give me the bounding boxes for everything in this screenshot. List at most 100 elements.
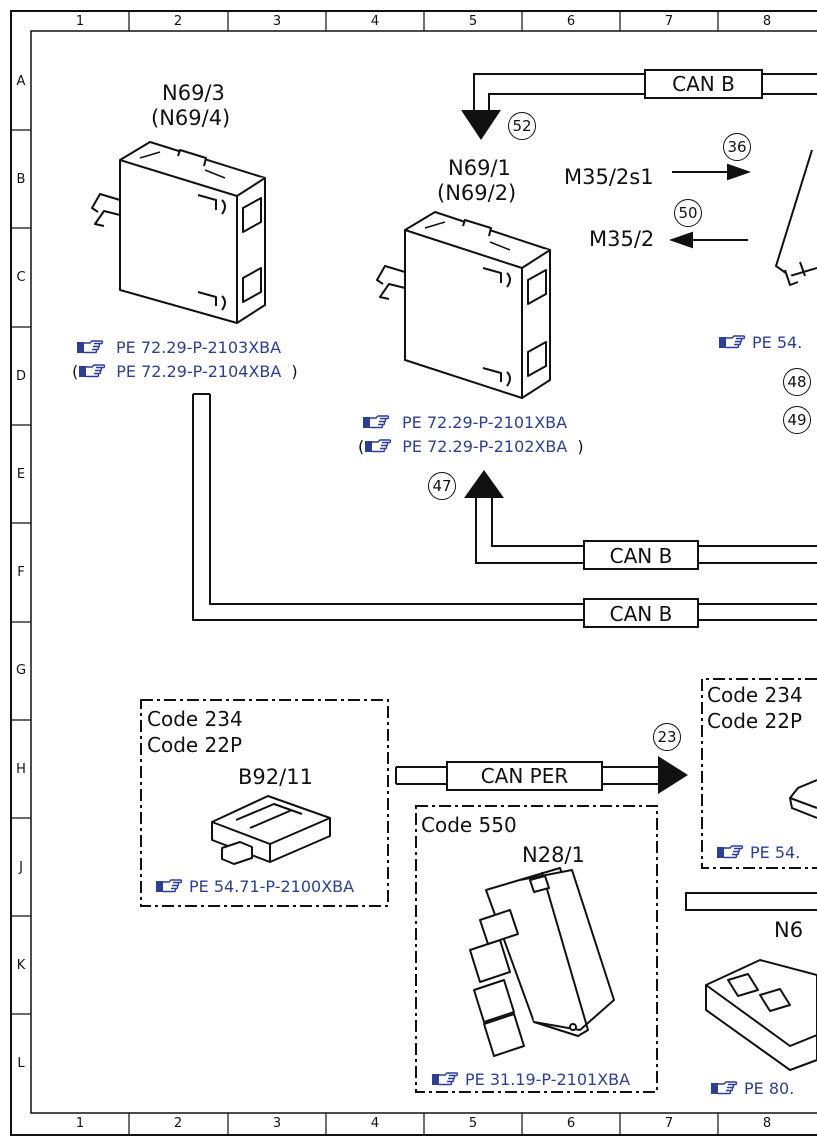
module-n28-1-drawing	[469, 867, 615, 1057]
arrow-up-n69-1	[464, 470, 504, 498]
module-n69-3-drawing	[91, 141, 266, 324]
code-550: Code 550	[421, 813, 517, 837]
ref-right-mid[interactable]: PE 54.	[716, 844, 800, 861]
ref-n69-3-a-text: PE 72.29-P-2103XBA	[116, 338, 282, 357]
callout-49[interactable]: 49	[783, 406, 811, 434]
module-n69-bottom-partial-drawing	[705, 959, 817, 1071]
ref-b92-11[interactable]: PE 54.71-P-2100XBA	[155, 878, 354, 895]
ref-n69-1-b[interactable]: ( PE 72.29-P-2102XBA)	[358, 438, 584, 455]
n69-2-alt-label: (N69/2)	[437, 181, 517, 205]
code-234-right: Code 234	[707, 683, 803, 707]
callout-50[interactable]: 50	[674, 199, 702, 227]
callout-47[interactable]: 47	[428, 472, 456, 500]
code-boxes	[140, 678, 817, 1093]
can-b-mid-label: CAN B	[609, 544, 673, 568]
grid-col-7-top: 7	[664, 14, 674, 29]
can-per-label: CAN PER	[480, 764, 569, 788]
ref-n69-1-a-text: PE 72.29-P-2101XBA	[402, 413, 568, 432]
module-n69-1-drawing	[376, 211, 551, 399]
grid-col-3-bottom: 3	[272, 1116, 282, 1131]
pointing-hand-icon	[78, 363, 106, 379]
pointing-hand-icon	[362, 414, 390, 430]
drawing-frame	[10, 10, 817, 1136]
arrow-right-can-per	[658, 756, 688, 794]
pointing-hand-icon	[710, 1080, 738, 1096]
grid-col-6-top: 6	[566, 14, 576, 29]
grid-row-a: A	[16, 74, 26, 89]
grid-col-1-top: 1	[75, 14, 85, 29]
callout-48[interactable]: 48	[783, 368, 811, 396]
pointing-hand-icon	[716, 844, 744, 860]
can-b-mid-line	[475, 496, 817, 570]
module-b92-11-drawing	[211, 795, 331, 865]
grid-row-d: D	[15, 369, 26, 384]
paren-close: )	[577, 437, 584, 456]
bottom-right-connector	[685, 892, 817, 911]
n69-1-label: N69/1	[448, 156, 511, 180]
can-per-line	[395, 761, 660, 791]
code-22p-left: Code 22P	[147, 733, 243, 757]
grid-row-j: J	[19, 860, 23, 875]
grid-row-k: K	[16, 958, 26, 973]
ref-right-mid-text: PE 54.	[750, 843, 801, 862]
grid-row-f: F	[17, 565, 25, 580]
ref-b92-11-text: PE 54.71-P-2100XBA	[189, 877, 355, 896]
grid-col-4-top: 4	[370, 14, 380, 29]
callout-23[interactable]: 23	[653, 723, 681, 751]
ref-n69-3-b-text: PE 72.29-P-2104XBA	[116, 362, 282, 381]
can-b-top-label: CAN B	[672, 72, 735, 96]
grid-row-e: E	[16, 467, 26, 482]
ref-n69-3-b[interactable]: ( PE 72.29-P-2104XBA)	[72, 363, 298, 380]
code-22p-right: Code 22P	[707, 709, 803, 733]
n69-3-label: N69/3	[162, 81, 225, 105]
grid-col-7-bottom: 7	[664, 1116, 674, 1131]
callout-52[interactable]: 52	[508, 112, 536, 140]
callout-36[interactable]: 36	[723, 133, 751, 161]
ref-right-bottom[interactable]: PE 80.	[710, 1080, 794, 1097]
ref-n69-1-b-text: PE 72.29-P-2102XBA	[402, 437, 568, 456]
ref-right-bottom-text: PE 80.	[744, 1079, 795, 1098]
pointing-hand-icon	[155, 878, 183, 894]
paren-open: (	[72, 362, 79, 381]
grid-col-8-top: 8	[762, 14, 772, 29]
arrow-down-n69-1	[461, 110, 501, 140]
ref-n28-1[interactable]: PE 31.19-P-2101XBA	[431, 1071, 630, 1088]
grid-col-2-top: 2	[173, 14, 183, 29]
grid-col-5-bottom: 5	[468, 1116, 478, 1131]
n28-1-label: N28/1	[522, 843, 585, 867]
grid-col-4-bottom: 4	[370, 1116, 380, 1131]
m35-2-label: M35/2	[589, 227, 655, 251]
grid-col-1-bottom: 1	[75, 1116, 85, 1131]
can-b-top-line	[473, 69, 817, 110]
grid-row-l: L	[17, 1056, 25, 1071]
m35-2s1-label: M35/2s1	[564, 165, 654, 189]
can-b-low-label: CAN B	[609, 602, 673, 626]
grid-row-c: C	[16, 270, 26, 285]
ref-right-top[interactable]: PE 54.	[718, 334, 802, 351]
m35-arrows	[668, 163, 752, 249]
ref-n69-3-a[interactable]: PE 72.29-P-2103XBA	[76, 339, 281, 356]
grid-row-h: H	[16, 762, 26, 777]
paren-open: (	[358, 437, 365, 456]
ref-right-top-text: PE 54.	[752, 333, 803, 352]
grid-col-6-bottom: 6	[566, 1116, 576, 1131]
pointing-hand-icon	[76, 339, 104, 355]
module-right-box-partial-drawing	[788, 779, 817, 819]
grid-col-8-bottom: 8	[762, 1116, 772, 1131]
paren-close: )	[291, 362, 298, 381]
grid-col-2-bottom: 2	[173, 1116, 183, 1131]
n69-bottom-partial-label: N6	[774, 918, 804, 942]
module-right-partial-drawing	[774, 149, 817, 287]
n69-4-alt-label: (N69/4)	[151, 106, 231, 130]
grid-row-g: G	[15, 663, 27, 678]
pointing-hand-icon	[364, 438, 392, 454]
b92-11-label: B92/11	[238, 765, 313, 789]
grid-col-5-top: 5	[468, 14, 478, 29]
ref-n69-1-a[interactable]: PE 72.29-P-2101XBA	[362, 414, 567, 431]
ref-n28-1-text: PE 31.19-P-2101XBA	[465, 1070, 631, 1089]
grid-row-b: B	[16, 172, 26, 187]
can-b-low-line	[192, 393, 817, 628]
grid-col-3-top: 3	[272, 14, 282, 29]
pointing-hand-icon	[718, 334, 746, 350]
pointing-hand-icon	[431, 1071, 459, 1087]
